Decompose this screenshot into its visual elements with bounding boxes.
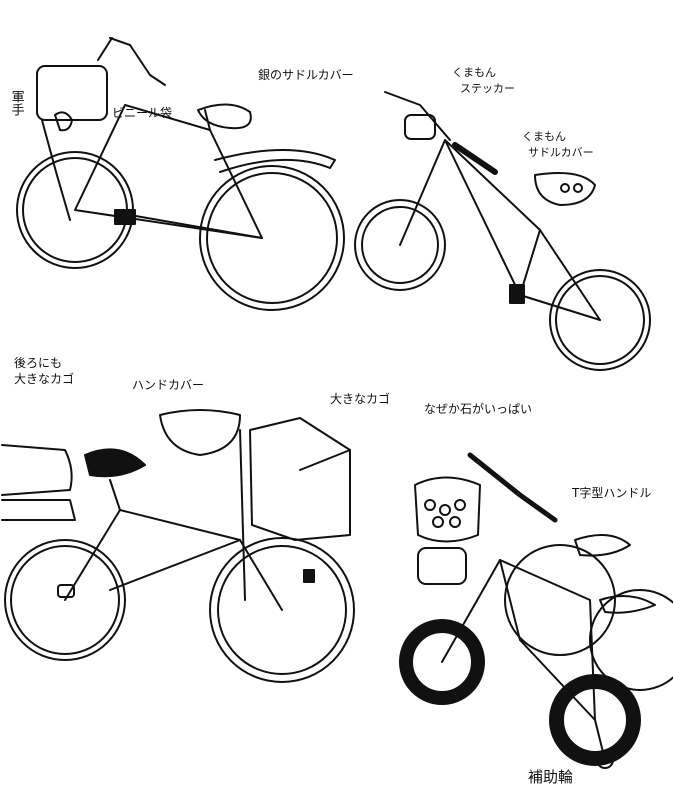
bike-3-drawing: [2, 410, 354, 682]
label-rear-basket-2: 大きなカゴ: [14, 372, 75, 386]
bike-1-drawing: [17, 38, 344, 310]
label-hand-cover: ハンドカバー: [132, 378, 205, 392]
bike-2-drawing: [355, 92, 650, 370]
label-gunte: 軍手: [8, 90, 24, 116]
label-kumamon-saddle-2: サドルカバー: [528, 146, 594, 159]
label-kumamon-sticker-2: ステッカー: [460, 82, 515, 95]
label-kumamon-sticker-1: くまもん: [452, 66, 496, 79]
label-rear-basket-1: 後ろにも: [14, 356, 63, 370]
label-kumamon-saddle-1: くまもん: [522, 130, 566, 143]
label-vinyl-bag: ビニール袋: [112, 106, 173, 120]
label-big-basket: 大きなカゴ: [330, 392, 391, 406]
label-t-handle: T字型ハンドル: [572, 486, 652, 500]
bike-4-drawing: [400, 455, 673, 768]
label-silver-saddle-cover: 銀のサドルカバー: [258, 68, 354, 82]
label-stones: なぜか石がいっぱい: [424, 402, 533, 416]
label-training-wheels: 補助輪: [528, 768, 574, 786]
